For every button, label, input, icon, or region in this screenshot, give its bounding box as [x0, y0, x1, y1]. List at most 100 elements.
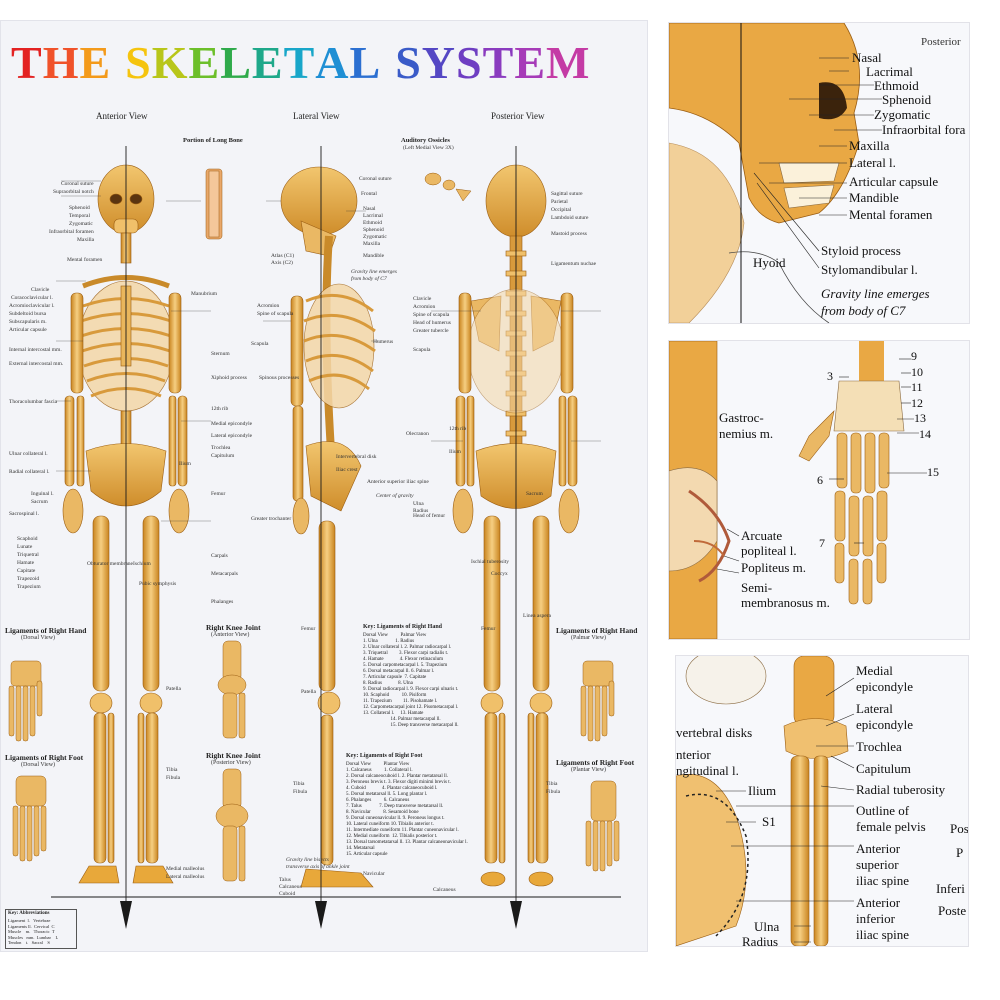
zoom-label-radial-tuberosity: Radial tuberosity	[856, 782, 946, 797]
label-post-head-humerus: Head of humerus	[413, 320, 451, 326]
zoom-edge-pos: Pos	[950, 821, 969, 836]
label-lat-spine-scapula: Spine of scapula	[257, 311, 294, 317]
key-hand-title: Key: Ligaments of Right Hand	[363, 624, 443, 630]
label-post-fibula: Fibula	[546, 789, 561, 795]
label-lateral-epicondyle: Lateral epicondyle	[211, 433, 253, 439]
label-clavicle: Clavicle	[31, 287, 50, 293]
zoom-label-s1: S1	[762, 814, 776, 829]
zoom-label-trochlea: Trochlea	[856, 739, 902, 754]
label-trapezoid: Trapezoid	[17, 576, 40, 582]
label-post-scapula: Scapula	[413, 347, 431, 353]
label-zygomatic: Zygomatic	[69, 221, 93, 227]
lig-foot-dorsal-title: Ligaments of Right Foot	[5, 753, 84, 762]
label-sternum: Sternum	[211, 351, 230, 357]
label-lat-coronal: Coronal suture	[359, 176, 392, 182]
label-lat-mandible: Mandible	[363, 253, 385, 259]
label-phalanges: Phalanges	[211, 599, 234, 605]
zoom-gravity-note-2: from body of C7	[821, 303, 906, 318]
label-inguinal: Inguinal l.	[31, 491, 54, 497]
label-lat-frontal: Frontal	[361, 191, 377, 197]
label-post-acromion: Acromion	[413, 304, 436, 310]
zoom-label-ulna: Ulna	[754, 919, 780, 934]
title-letter: E	[251, 37, 284, 88]
title-letter: A	[315, 37, 350, 88]
zoom-num-11: 11	[911, 380, 923, 394]
foot-plantar-inset	[585, 780, 620, 872]
label-post-head-femur: Head of femur	[413, 513, 446, 519]
label-post-sacrum: Sacrum	[526, 491, 543, 497]
lig-foot-plantar-title: Ligaments of Right Foot	[556, 758, 635, 767]
lig-foot-dorsal-sub: (Dorsal View)	[21, 762, 56, 768]
label-trapezium: Trapezium	[17, 584, 41, 590]
label-ischium: Ischium	[133, 561, 151, 567]
title-letter: K	[151, 37, 189, 88]
foot-dorsal-inset	[12, 775, 47, 862]
anterior-view-label: Anterior View	[96, 111, 148, 121]
label-lat-spinous: Spinous processes	[259, 375, 300, 381]
zoom-label-outline-2: female pelvis	[856, 819, 926, 834]
leader-lines	[56, 180, 601, 522]
zoom-label-aiis-2: inferior	[856, 911, 895, 926]
key-foot-table: Dorsal View Plantar View 1. Calcaneus 1.…	[346, 762, 468, 857]
label-post-parietal: Parietal	[551, 199, 568, 205]
label-articular-capsule: Articular capsule	[9, 327, 47, 333]
lateral-skeleton	[280, 166, 376, 888]
label-lat-atlas: Atlas (C1)	[271, 253, 295, 259]
label-external-intercostal: External intercostal mm.	[9, 361, 64, 367]
zoom-panel-elbow-pelvis: Medial epicondyle Lateral epicondyle Tro…	[675, 655, 969, 947]
title-letter: T	[283, 37, 316, 88]
zoom-label-lateral-epicondyle-1: Lateral	[856, 701, 893, 716]
label-medial-malleolus: Medial malleolus	[166, 866, 205, 872]
zoom-label-mental-foramen: Mental foramen	[849, 207, 933, 222]
label-lat-maxilla: Maxilla	[363, 241, 381, 247]
zoom-num-3: 3	[827, 369, 833, 383]
zoom-label-infraorbital: Infraorbital fora	[882, 122, 966, 137]
label-capitate: Capitate	[17, 568, 36, 574]
plumb-bobs	[120, 901, 522, 929]
label-coracoclavicular: Coracoclavicular l.	[11, 295, 53, 301]
label-post-12th-rib: 12th rib	[449, 426, 467, 432]
label-post-greater-tubercle: Greater tubercle	[413, 328, 449, 334]
zoom-panel-hand-knee: Gastroc- nemius m. Arcuate popliteal l. …	[668, 340, 970, 640]
label-pubic-symphysis: Pubic symphysis	[139, 581, 177, 587]
title-letter: E	[514, 37, 546, 88]
label-mental-foramen: Mental foramen	[67, 257, 103, 263]
title-letter: T	[482, 37, 515, 88]
label-12th-rib: 12th rib	[211, 406, 229, 412]
label-lat-axis: Axis (C2)	[271, 260, 293, 266]
zoom-label-popliteus: Popliteus m.	[741, 560, 807, 575]
zoom-num-15: 15	[927, 465, 939, 479]
zoom-num-14: 14	[919, 427, 931, 441]
label-triquetral: Triquetral	[17, 552, 39, 558]
zoom-label-ethmoid: Ethmoid	[874, 78, 919, 93]
label-obturator: Obturator membrane	[87, 561, 133, 567]
zoom-num-13: 13	[914, 411, 926, 425]
label-lat-calcaneus: Calcaneus	[279, 884, 302, 890]
zoom-label-radius: Radius	[742, 934, 779, 947]
label-sacrum: Sacrum	[31, 499, 48, 505]
lig-foot-plantar-sub: (Plantar View)	[571, 767, 607, 773]
title-letter: S	[395, 37, 422, 88]
label-fibula-ant: Fibula	[166, 775, 181, 781]
zoom-edge-p: P	[956, 845, 964, 860]
label-post-occipital: Occipital	[551, 207, 572, 213]
label-sphenoid: Sphenoid	[69, 205, 90, 211]
label-manubrium: Manubrium	[191, 291, 217, 297]
zoom-label-arcuate-2: popliteal l.	[741, 543, 797, 558]
title-letter: M	[546, 37, 591, 88]
skeleton-illustrations	[8, 146, 621, 929]
zoom-num-10: 10	[911, 365, 923, 379]
zoom-label-gastrocnemius-1: Gastroc-	[719, 410, 764, 425]
label-lat-humerus: Humerus	[373, 339, 394, 345]
zoom-num-12: 12	[911, 396, 923, 410]
zoom-label-asis-3: iliac spine	[856, 873, 910, 888]
label-post-linea-aspera: Linea aspera	[523, 613, 551, 619]
zoom-label-longitudinal-partial: ngitudinal l.	[676, 763, 739, 778]
label-post-ilium: Ilium	[449, 449, 461, 455]
label-radial-collateral: Radial collateral l.	[9, 469, 50, 475]
label-post-sagittal: Sagittal suture	[551, 191, 583, 197]
label-lat-zygomatic: Zygomatic	[363, 234, 387, 240]
label-post-mastoid: Mastoid process	[551, 231, 587, 237]
zoom-num-6: 6	[817, 473, 823, 487]
